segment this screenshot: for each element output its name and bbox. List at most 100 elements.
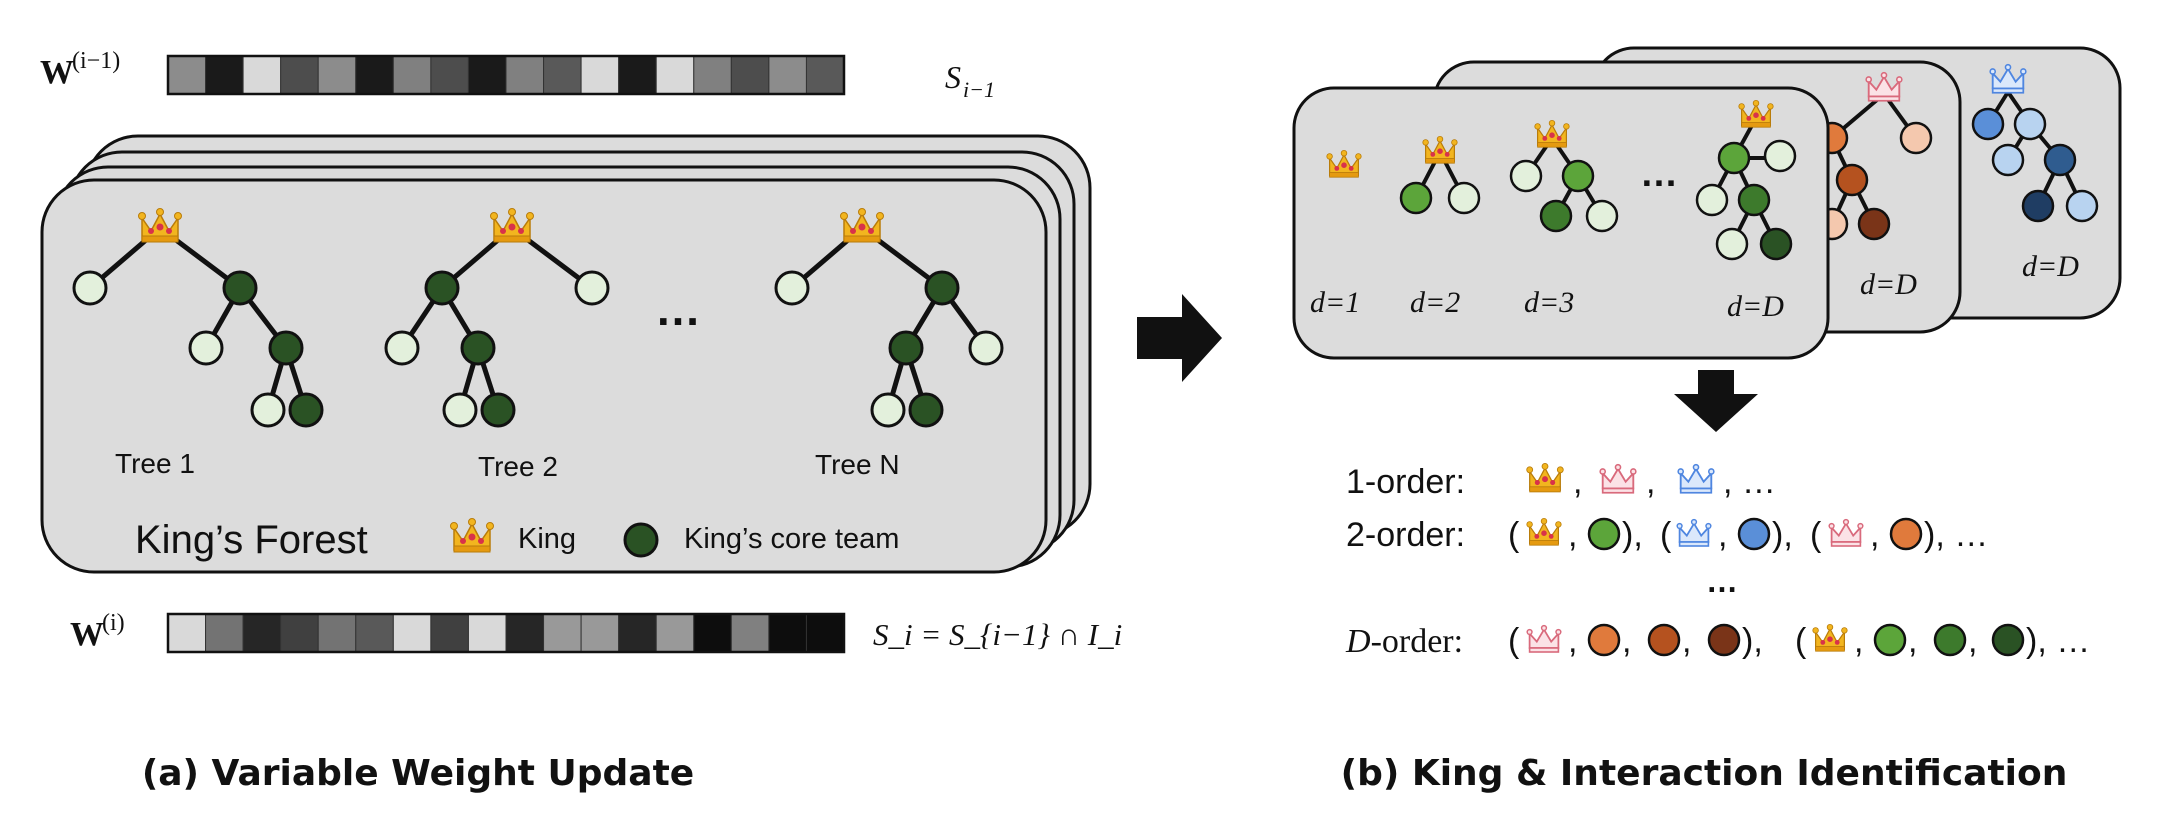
separator: , xyxy=(1870,516,1879,554)
separator: , xyxy=(1573,463,1582,501)
legend-core-icon xyxy=(623,522,659,558)
separator: ( xyxy=(1508,516,1520,554)
orange-node-icon xyxy=(1647,623,1681,657)
tree-node xyxy=(870,392,906,428)
weights-prev-label: W xyxy=(40,54,74,91)
order-d-trailing: ), … xyxy=(2026,622,2090,660)
blue-crown-icon xyxy=(1676,518,1712,547)
weight-cell xyxy=(505,613,545,653)
weight-cell xyxy=(205,55,244,95)
weights-curr-equation: S_i = S_{i−1} ∩ I_i xyxy=(873,617,1122,652)
legend-core-label: King’s core team xyxy=(684,523,899,555)
tree-1-label: Tree 1 xyxy=(115,448,195,479)
tree-node-core xyxy=(424,270,460,306)
depth-label-d: d=D xyxy=(1727,290,1784,323)
depth-label-2: d=2 xyxy=(1410,286,1460,319)
right-arrow-icon xyxy=(1137,294,1222,382)
tree-node xyxy=(72,270,108,306)
depth-label-3: d=3 xyxy=(1524,286,1574,319)
separator: ( xyxy=(1795,622,1807,660)
weight-cell xyxy=(167,613,207,653)
order-1-label: 1-order: xyxy=(1346,463,1465,501)
separator: ), xyxy=(1742,622,1763,660)
weight-cell xyxy=(430,613,469,653)
order-2-label: 2-order: xyxy=(1346,516,1465,554)
tree-node xyxy=(442,392,478,428)
king-crown-icon xyxy=(1526,462,1564,493)
weights-curr-superscript: (i) xyxy=(102,610,125,636)
separator: , xyxy=(1968,622,1977,660)
weight-cell xyxy=(430,55,469,95)
depth-label-1: d=1 xyxy=(1310,286,1360,319)
tree-node xyxy=(774,270,810,306)
weight-cell xyxy=(280,55,319,95)
blue-node-icon xyxy=(1737,517,1771,551)
weights-prev-superscript: (i−1) xyxy=(72,48,120,74)
weight-cell xyxy=(618,55,657,95)
separator: , xyxy=(1908,622,1917,660)
tree-node xyxy=(1717,141,1751,175)
separator: , xyxy=(1568,622,1577,660)
green-node-icon xyxy=(1933,623,1967,657)
tree-node-core xyxy=(268,330,304,366)
separator: ( xyxy=(1810,516,1822,554)
weight-cell xyxy=(467,613,507,653)
tree-node xyxy=(1899,121,1933,155)
tree-node-core xyxy=(908,392,944,428)
weight-cell xyxy=(543,55,582,95)
king-crown-icon xyxy=(1526,517,1562,546)
tree-node xyxy=(1715,227,1749,261)
tree-node xyxy=(2013,107,2047,141)
tree-node xyxy=(1399,181,1433,215)
weight-cell xyxy=(242,55,282,95)
tree-node xyxy=(1759,227,1793,261)
down-arrow-icon xyxy=(1674,370,1758,432)
pink-crown-icon xyxy=(1599,463,1637,494)
weight-cell xyxy=(655,613,695,653)
weight-cell xyxy=(693,55,732,95)
weights-prev-bar xyxy=(166,54,846,96)
weight-cell xyxy=(805,55,845,95)
separator: ( xyxy=(1508,622,1520,660)
weight-cell xyxy=(317,55,357,95)
separator: ), xyxy=(1772,516,1793,554)
weight-cell xyxy=(543,613,582,653)
weights-curr-label: W xyxy=(70,616,104,653)
weight-cell xyxy=(618,613,657,653)
green-node-icon xyxy=(1873,623,1907,657)
king-crown-icon xyxy=(1326,149,1362,178)
weight-cell xyxy=(505,55,545,95)
panel-b: d=D d=D xyxy=(1292,46,2122,794)
separator: ( xyxy=(1660,516,1672,554)
tree-node xyxy=(1695,183,1729,217)
king-crown-icon xyxy=(137,207,183,243)
tree-node xyxy=(1835,163,1869,197)
tree-node xyxy=(1763,139,1797,173)
weight-cell xyxy=(768,55,807,95)
weights-curr-bar xyxy=(166,612,846,654)
separator: , xyxy=(1718,516,1727,554)
tree-node xyxy=(1447,181,1481,215)
separator: , xyxy=(1622,622,1631,660)
weight-cell xyxy=(805,613,845,653)
depth-ellipsis: … xyxy=(1640,153,1678,195)
separator: , xyxy=(1682,622,1691,660)
tree-node xyxy=(2021,189,2055,223)
weight-cell xyxy=(693,613,732,653)
orange-node-icon xyxy=(1587,623,1621,657)
separator: , xyxy=(1854,622,1863,660)
forest-title: King’s Forest xyxy=(135,518,368,562)
weights-prev-set: S xyxy=(945,59,961,95)
separator: , xyxy=(1568,516,1577,554)
green-node-icon xyxy=(1587,517,1621,551)
king-crown-icon xyxy=(1422,135,1458,164)
king-crown-icon xyxy=(1812,623,1848,652)
tree-node xyxy=(1585,199,1619,233)
tree-node xyxy=(188,330,224,366)
tree-node-core xyxy=(222,270,258,306)
tree-node xyxy=(1991,143,2025,177)
panel-a: W (i−1) S i−1 Tree 1 xyxy=(40,48,1122,794)
pink-crown-icon xyxy=(1526,624,1562,653)
trees-ellipsis: … xyxy=(655,283,701,335)
